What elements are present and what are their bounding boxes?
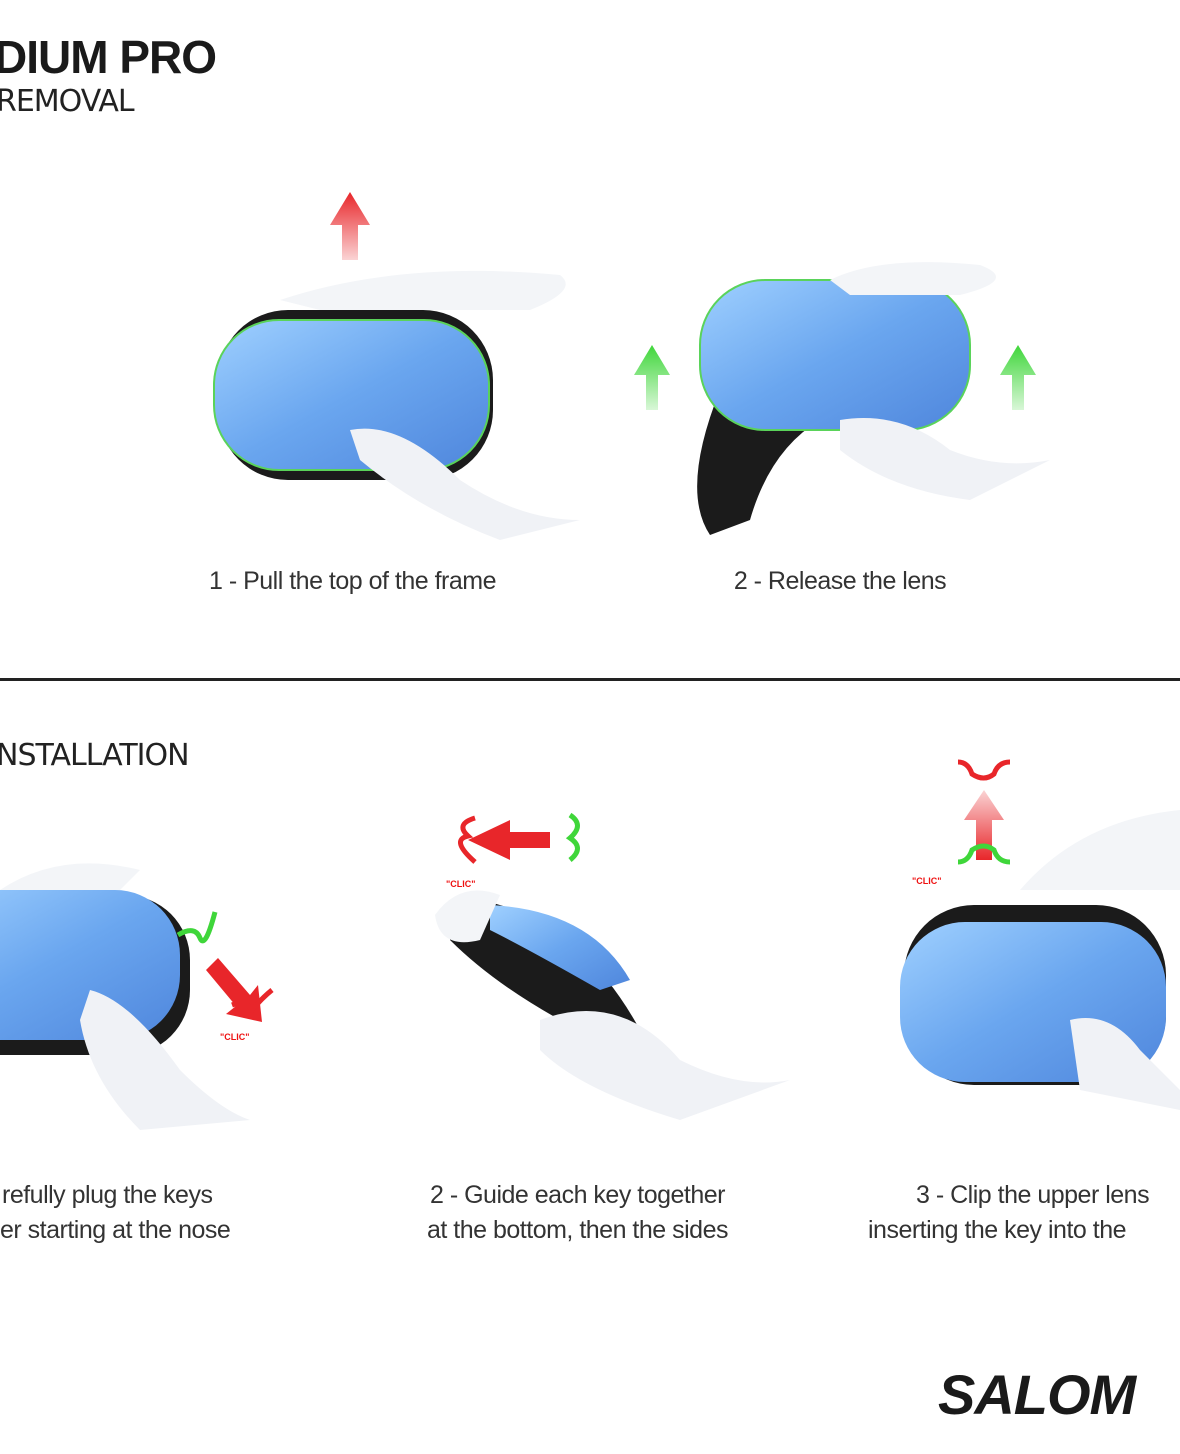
removal-step1-caption: 1 - Pull the top of the frame xyxy=(208,567,497,595)
goggle-removal-step2-illustration xyxy=(634,262,1050,535)
goggle-removal-step1-illustration xyxy=(213,192,580,540)
removal-step2-caption: 2 - Release the lens xyxy=(733,567,947,595)
clic-label: "CLIC" xyxy=(220,1032,250,1042)
product-title: DIUM PRO xyxy=(0,31,217,83)
arrow-diagonal-red-icon xyxy=(206,958,262,1022)
key-shape-red-icon xyxy=(231,988,274,1015)
goggle-install-step3-illustration xyxy=(900,759,1180,1110)
install-step2-line1: 2 - Guide each key together xyxy=(429,1181,726,1209)
clic-label: "CLIC" xyxy=(446,879,476,889)
arrow-up-red-icon xyxy=(330,192,370,260)
brand-logo: SALOM xyxy=(938,1363,1136,1426)
install-step3-line1: 3 - Clip the upper lens xyxy=(916,1181,1150,1209)
key-shape-red-icon xyxy=(957,759,1011,781)
goggle-install-step1-illustration xyxy=(0,863,274,1130)
key-shape-green-icon xyxy=(176,911,218,944)
arrow-left-red-icon xyxy=(468,820,550,860)
install-step1-caption: refully plug the keys er starting at the… xyxy=(0,1178,231,1248)
install-step2-caption: 2 - Guide each key together at the botto… xyxy=(370,1178,785,1248)
install-step2-line2: at the bottom, then the sides xyxy=(427,1216,728,1244)
removal-heading: REMOVAL xyxy=(0,84,135,119)
arrow-down-red-icon xyxy=(964,790,1004,860)
key-shape-green-icon xyxy=(957,843,1011,865)
arrow-up-green-icon xyxy=(634,345,670,410)
install-step3-line2: inserting the key into the xyxy=(868,1216,1127,1244)
install-step1-line1: refully plug the keys xyxy=(2,1181,213,1209)
goggle-install-step2-illustration xyxy=(435,812,790,1120)
install-step3-caption: 3 - Clip the upper lens inserting the ke… xyxy=(868,1178,1150,1248)
installation-heading: NSTALLATION xyxy=(0,738,190,773)
arrow-up-green-icon xyxy=(1000,345,1036,410)
section-divider xyxy=(0,678,1180,681)
install-step1-line2: er starting at the nose xyxy=(0,1216,231,1244)
key-shape-green-icon xyxy=(565,812,580,862)
key-shape-red-icon xyxy=(458,815,477,864)
clic-label: "CLIC" xyxy=(912,876,942,886)
